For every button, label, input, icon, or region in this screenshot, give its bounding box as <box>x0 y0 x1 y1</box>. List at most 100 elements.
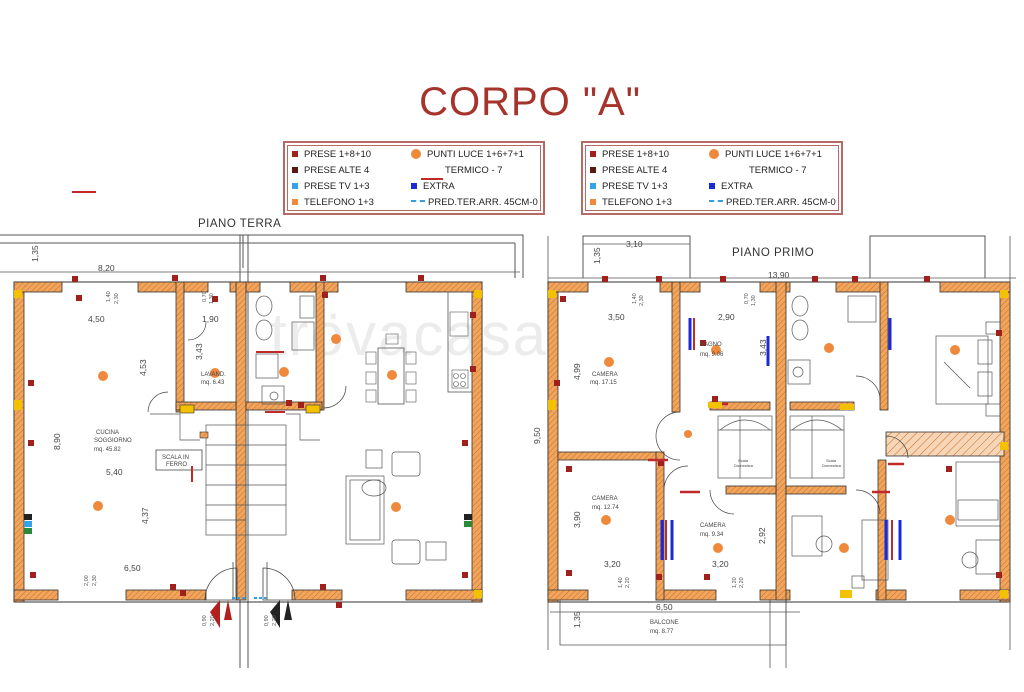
dim-label: 3,43 <box>758 339 768 356</box>
room-name: BAGNO <box>700 342 722 348</box>
legend-item-extra: EXTRA <box>411 180 455 194</box>
room-name: CAMERA <box>592 496 618 502</box>
dim-label: 0,90 <box>202 615 208 626</box>
prese-alte-icon <box>590 167 596 174</box>
legend-item-punti-luce: PUNTI LUCE 1+6+7+1 <box>411 148 524 162</box>
dim-label: 5,40 <box>106 467 123 477</box>
room-area: mq. 12.74 <box>592 505 619 511</box>
dim-label: 4,53 <box>138 359 148 376</box>
dim-label: 6,50 <box>124 563 141 573</box>
dim-label: 1,35 <box>572 611 582 628</box>
dim-label: 8,90 <box>52 433 62 450</box>
dim-label: 4,99 <box>572 363 582 380</box>
room-name: CAMERA <box>700 523 726 529</box>
dim-label: 1,30 <box>209 293 215 304</box>
dim-label: 1,40 <box>618 577 624 588</box>
dim-label: 3,20 <box>604 559 621 569</box>
telefono-icon <box>590 199 596 206</box>
dim-label: 2,20 <box>210 615 216 626</box>
legend-item-termico: TERMICO - 7 <box>749 165 807 176</box>
plan-title-terra: PIANO TERRA <box>198 218 282 230</box>
dim-label: 3,20 <box>712 559 729 569</box>
extra-icon <box>411 183 417 190</box>
stair-label: Domestica <box>822 463 842 468</box>
room-area: mq. 6.43 <box>201 380 225 386</box>
dim-label: 4,50 <box>88 314 105 324</box>
legend-item-prese: PRESE 1+8+10 <box>590 148 669 162</box>
dim-label: 2,20 <box>739 577 745 588</box>
plan-primo: Scala Domestica Scala Domestica <box>532 235 1016 668</box>
dim-label: 0,90 <box>264 615 270 626</box>
dim-label: 1,35 <box>592 247 602 264</box>
termico-icon <box>421 173 447 187</box>
stair-label: Scala <box>826 458 837 463</box>
dim-label: 2,90 <box>718 312 735 322</box>
dim-label: 3,10 <box>626 239 643 249</box>
room-name: BALCONE <box>650 620 679 626</box>
dim-label: 2,30 <box>639 295 645 306</box>
dim-label: 1,40 <box>632 293 638 304</box>
prese-tv-icon <box>590 183 596 190</box>
page-title: CORPO "A" <box>419 80 641 124</box>
dim-label: 2,00 <box>84 575 90 586</box>
room-area: mq. 9.34 <box>700 532 724 538</box>
dim-label: 2,30 <box>114 293 120 304</box>
dim-label: 2,92 <box>757 527 767 544</box>
room-name: LAVAND. <box>201 372 226 378</box>
prese-alte-icon <box>292 167 298 174</box>
legend-item-prese: PRESE 1+8+10 <box>292 148 371 162</box>
room-area: mq. 9.06 <box>700 352 724 358</box>
legend-item-telefono: TELEFONO 1+3 <box>292 196 374 210</box>
legend-item-extra: EXTRA <box>709 180 753 194</box>
dim-label: 9,50 <box>532 427 542 444</box>
pred-icon <box>709 200 723 204</box>
dim-label: 1,90 <box>202 314 219 324</box>
dim-label: 0,70 <box>744 293 750 304</box>
dim-label: 2,30 <box>92 575 98 586</box>
stair-label: Scala <box>738 458 749 463</box>
legend-item-prese-tv: PRESE TV 1+3 <box>292 180 370 194</box>
legend-item-prese-tv: PRESE TV 1+3 <box>590 180 668 194</box>
prese-icon <box>590 151 596 158</box>
dim-label: 2,20 <box>625 577 631 588</box>
legend-item-prese-alte: PRESE ALTE 4 <box>590 164 667 178</box>
legend-terra: PRESE 1+8+10 PRESE ALTE 4 PRESE TV 1+3 T… <box>283 141 545 215</box>
dim-label: 1,40 <box>106 291 112 302</box>
dim-label: 1,20 <box>732 577 738 588</box>
dim-label: 0,70 <box>202 291 208 302</box>
legend-item-telefono: TELEFONO 1+3 <box>590 196 672 210</box>
stair-label: Domestica <box>734 463 754 468</box>
prese-tv-icon <box>292 183 298 190</box>
legend-item-prese-alte: PRESE ALTE 4 <box>292 164 369 178</box>
dim-label: 3,43 <box>194 343 204 360</box>
prese-icon <box>292 151 298 158</box>
room-area: mq. 8.77 <box>650 629 674 635</box>
legend-primo: PRESE 1+8+10 PRESE ALTE 4 PRESE TV 1+3 T… <box>581 141 843 215</box>
plan-title-primo: PIANO PRIMO <box>732 247 815 259</box>
room-name: CAMERA <box>592 372 618 378</box>
plan-terra: 1,35 8,20 4,50 1,90 4,53 3,43 8,90 5,40 … <box>0 234 524 668</box>
legend-item-punti-luce: PUNTI LUCE 1+6+7+1 <box>709 148 822 162</box>
room-name: CUCINA <box>96 430 119 436</box>
dim-label: 2,20 <box>272 615 278 626</box>
legend-item-pred: PRED.TER.ARR. 45CM-0 <box>411 196 538 210</box>
stair-label: SCALA IN <box>162 455 189 461</box>
pred-icon <box>411 200 425 204</box>
dim-label: 8,20 <box>98 263 115 273</box>
dim-label: 6,50 <box>656 602 673 612</box>
dim-label: 3,90 <box>572 511 582 528</box>
legend-item-pred: PRED.TER.ARR. 45CM-0 <box>709 196 836 210</box>
telefono-icon <box>292 199 298 206</box>
stair-label: FERRO <box>166 462 187 468</box>
room-name: SOGGIORNO <box>94 438 132 444</box>
punti-luce-icon <box>709 149 719 160</box>
dim-label: 1,35 <box>30 245 40 262</box>
dim-label: 13,90 <box>768 270 790 280</box>
room-area: mq. 45.82 <box>94 447 121 453</box>
room-area: mq. 17.15 <box>590 380 617 386</box>
dim-label: 3,50 <box>608 312 625 322</box>
dim-label: 4,37 <box>140 507 150 524</box>
punti-luce-icon <box>411 149 421 160</box>
dim-label: 1,30 <box>751 295 757 306</box>
